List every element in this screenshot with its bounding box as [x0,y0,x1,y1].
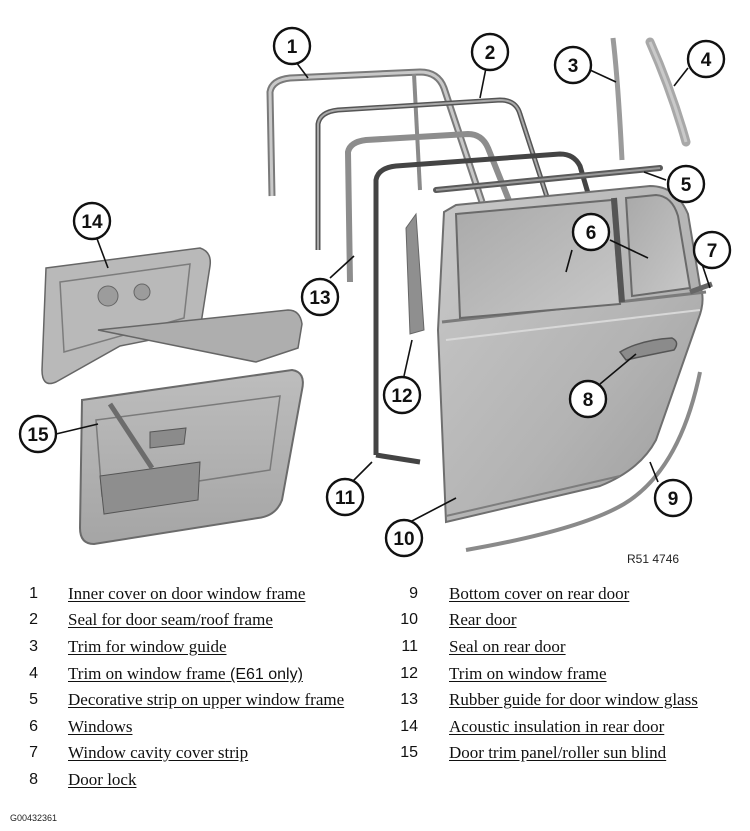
legend-number: 8 [29,771,38,788]
callout-15: 15 [18,414,58,454]
legend-number: 6 [29,718,38,735]
callout-7: 7 [692,230,732,270]
svg-text:15: 15 [27,425,49,446]
svg-text:9: 9 [668,489,679,510]
part-window-frame-trim [405,212,425,335]
legend-number: 3 [29,638,38,655]
svg-text:4: 4 [701,50,712,71]
svg-text:5: 5 [681,175,692,196]
legend-number: 11 [401,638,418,655]
legend-label: Seal on rear door [449,637,566,656]
legend-label: Rear door [449,610,517,629]
svg-text:7: 7 [707,241,718,262]
svg-text:10: 10 [393,529,414,550]
legend-label: Window cavity cover strip [68,743,249,762]
svg-text:8: 8 [583,390,594,411]
figure-reference-code: R51 4746 [627,552,680,566]
legend-label: Windows [68,717,133,736]
part-door-trim-panel [78,309,304,546]
svg-text:13: 13 [309,288,330,309]
legend-label: Acoustic insulation in rear door [449,717,665,736]
legend-label: Door trim panel/roller sun blind [449,743,667,762]
legend-number: 10 [400,611,418,628]
legend-number: 12 [400,665,418,682]
svg-text:11: 11 [335,488,356,509]
part-acoustic-insulation [41,247,212,385]
legend-number: 4 [29,665,38,682]
svg-text:14: 14 [81,212,103,233]
part-rubber-guide [345,131,515,283]
callout-11: 11 [325,477,365,517]
part-rear-door-seal [373,151,593,465]
legend-number: 9 [409,585,418,602]
callout-4: 4 [686,39,726,79]
legend-label: Rubber guide for door window glass [449,690,698,709]
legend-label: Trim for window guide [68,637,227,656]
part-bottom-cover [465,371,702,552]
legend-number: 5 [29,691,38,708]
svg-text:6: 6 [586,223,597,244]
part-decorative-strip [433,165,663,193]
part-inner-cover [266,68,486,204]
svg-text:3: 3 [568,56,579,77]
legend-label: Door lock [68,770,137,789]
svg-text:1: 1 [287,37,298,58]
exploded-door-diagram: 1 2 3 4 5 6 7 8 9 10 11 12 13 14 15 [18,26,732,558]
callout-8: 8 [568,379,608,419]
part-door-seam-seal [315,97,551,250]
callout-5: 5 [666,164,706,204]
legend-label: Decorative strip on upper window frame [68,690,345,709]
callout-14: 14 [72,201,112,241]
legend-label: Trim on window frame [449,664,607,683]
legend-number: 14 [400,718,418,735]
document-code: G00432361 [10,813,58,823]
callout-6: 6 [571,212,611,252]
callout-2: 2 [470,32,510,72]
svg-text:2: 2 [485,43,496,64]
legend-number: 2 [29,611,38,628]
part-window-frame-trim-e61 [645,37,691,147]
legend-label: Bottom cover on rear door [449,584,630,603]
leader-lines [55,61,711,523]
legend-label: Seal for door seam/roof frame [68,610,273,629]
callout-1: 1 [272,26,312,66]
part-window-guide-trim [610,37,625,161]
callout-13: 13 [300,277,340,317]
legend-number: 15 [400,744,418,761]
callout-3: 3 [553,45,593,85]
legend-label: Inner cover on door window frame [68,584,306,603]
callout-12: 12 [382,375,422,415]
legend-label: Trim on window frame (E61 only) [68,664,303,683]
callout-10: 10 [384,518,424,558]
callout-9: 9 [653,478,693,518]
legend-number: 13 [400,691,418,708]
legend-label-suffix: (E61 only) [225,666,303,683]
legend-number: 7 [29,744,38,761]
legend-number: 1 [29,585,38,602]
part-door-lock [618,337,678,361]
svg-text:12: 12 [391,386,412,407]
